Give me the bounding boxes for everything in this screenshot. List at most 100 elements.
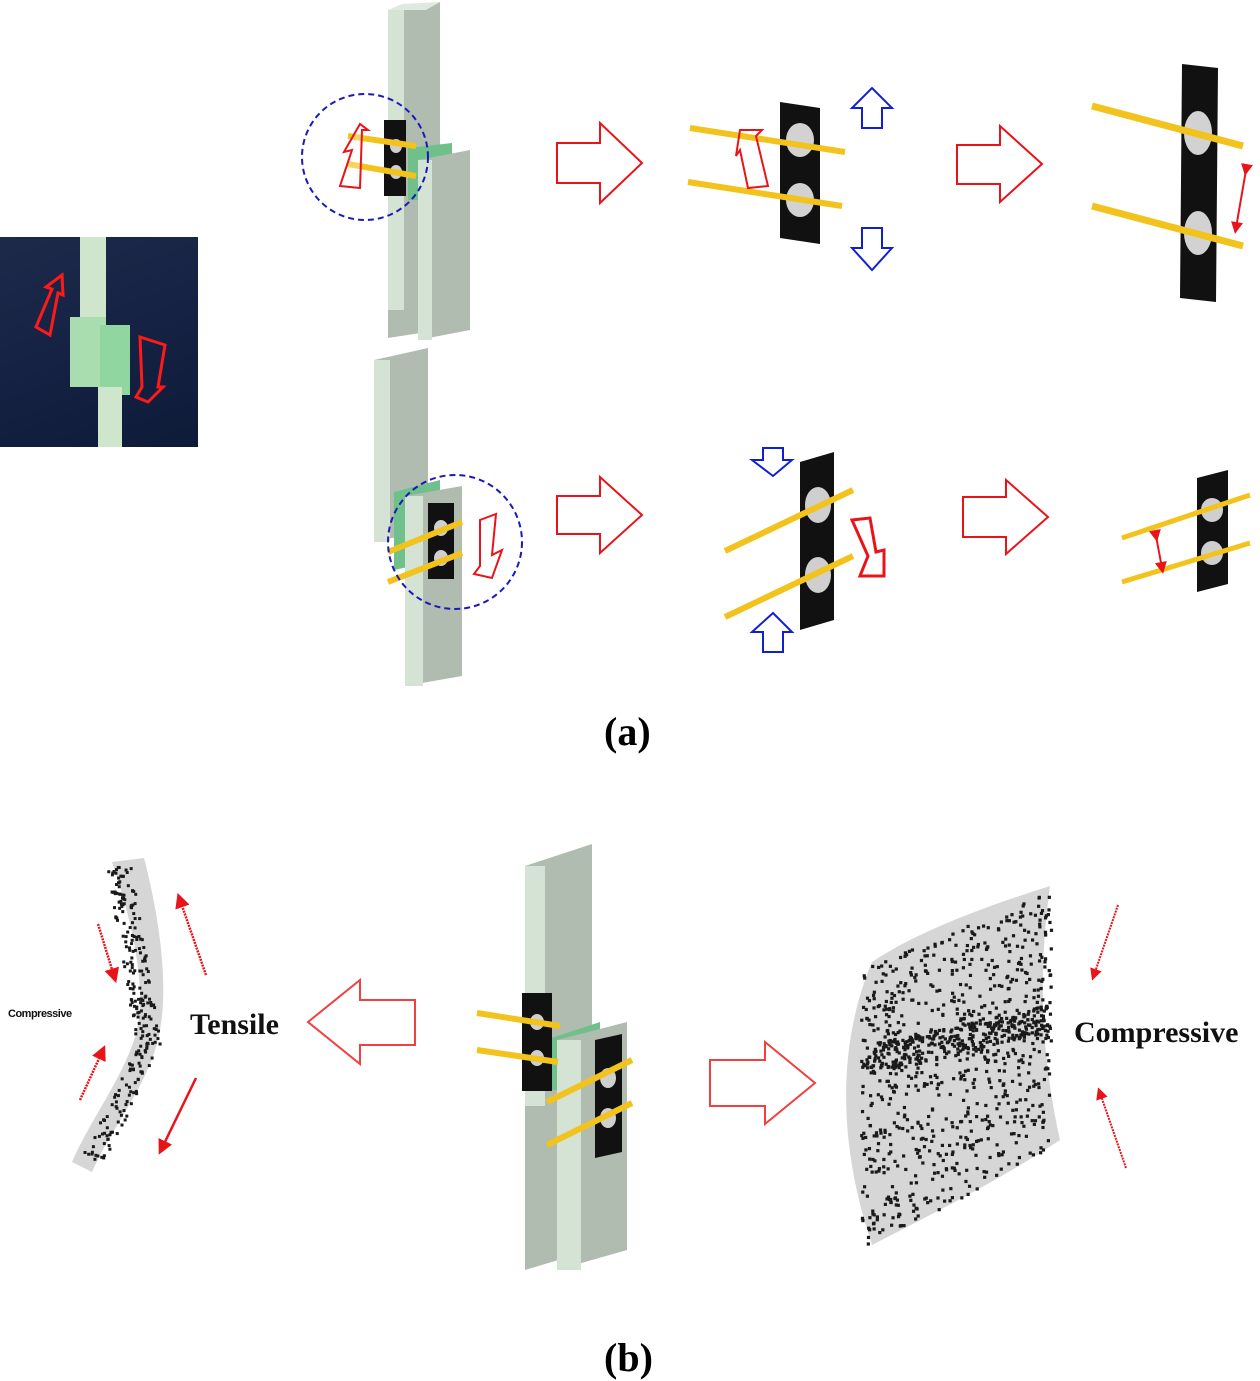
- compressive-label-small: Compressive: [8, 1008, 72, 1020]
- process-arrow-right-icon: [956, 123, 1044, 205]
- speckle-dot: [928, 1075, 933, 1079]
- speckle-dot: [132, 1091, 136, 1095]
- speckle-dot: [908, 1194, 912, 1198]
- speckle-dot: [957, 1044, 961, 1048]
- speckle-dot: [917, 1155, 922, 1159]
- speckle-dot: [987, 1035, 991, 1039]
- speckle-dot: [1044, 1036, 1048, 1041]
- speckle-dot: [876, 1149, 880, 1153]
- process-arrow-right-icon: [709, 1039, 817, 1127]
- speckle-dot: [138, 1064, 142, 1068]
- speckle-dot: [984, 947, 989, 952]
- speckle-dot: [117, 1088, 121, 1092]
- speckle-dot: [886, 1065, 890, 1069]
- speckle-dot: [893, 1047, 897, 1051]
- speckle-dot: [903, 951, 908, 955]
- speckle-dot: [888, 1097, 893, 1101]
- speckle-dot: [909, 973, 914, 977]
- speckle-dot: [995, 1143, 999, 1147]
- speckle-dot: [1003, 1089, 1007, 1093]
- speckle-dot: [118, 892, 122, 896]
- speckle-dot: [127, 980, 131, 984]
- speckle-dot: [1015, 1162, 1019, 1166]
- speckle-dot: [145, 1034, 149, 1038]
- bent-strip-tensile: [72, 858, 208, 1172]
- speckle-dot: [882, 1042, 886, 1046]
- speckle-dot: [140, 1056, 144, 1060]
- pin: [545, 1057, 634, 1105]
- speckle-dot: [914, 1084, 918, 1088]
- speckle-dot: [102, 1142, 106, 1146]
- top-row-specimen: [301, 2, 470, 340]
- speckle-dot: [114, 871, 118, 875]
- speckle-dot: [147, 979, 151, 983]
- speckle-dot: [956, 1033, 960, 1038]
- speckle-dot: [154, 1027, 158, 1031]
- speckle-dot: [905, 1118, 910, 1122]
- speckle-dot: [1033, 913, 1038, 917]
- speckle-dot: [926, 1050, 931, 1054]
- speckle-dot: [888, 1043, 892, 1047]
- speckle-dot: [979, 1050, 983, 1054]
- speckle-dot: [969, 936, 973, 941]
- speckle-dot: [132, 1004, 136, 1008]
- speckle-dot: [921, 1039, 925, 1043]
- speckle-dot: [1043, 960, 1047, 964]
- speckle-dot: [915, 1050, 919, 1054]
- speckle-dot: [105, 1134, 109, 1138]
- speckle-dot: [875, 1218, 879, 1222]
- load-arrow-up-icon: [749, 611, 795, 653]
- speckle-dot: [903, 984, 907, 988]
- speckle-dot: [128, 1062, 132, 1066]
- speckle-dot: [882, 1213, 886, 1217]
- speckle-dot: [867, 1018, 871, 1022]
- speckle-dot: [968, 1025, 972, 1029]
- compression-arrow-icon: [78, 1045, 106, 1101]
- speckle-dot: [126, 884, 130, 888]
- speckle-dot: [1023, 938, 1027, 942]
- speckle-dot: [890, 1044, 894, 1048]
- speckle-dot: [1043, 930, 1048, 934]
- speckle-dot: [881, 1045, 886, 1050]
- speckle-dot: [986, 945, 990, 949]
- pin: [1121, 540, 1251, 585]
- speckle-dot: [880, 964, 884, 968]
- speckle-dot: [873, 1059, 877, 1063]
- speckle-dot: [1046, 1139, 1050, 1143]
- speckle-dot: [879, 1131, 883, 1135]
- speckle-dot: [153, 1040, 157, 1044]
- speckle-dot: [1016, 961, 1021, 966]
- speckle-dot: [1011, 934, 1016, 938]
- speckle-dot: [921, 1051, 925, 1055]
- speckle-dot: [113, 1095, 117, 1099]
- speckle-dot: [1004, 1029, 1008, 1033]
- speckle-dot: [110, 1103, 114, 1107]
- speckle-dot: [985, 1114, 990, 1118]
- speckle-dot: [1012, 1132, 1016, 1136]
- speckle-dot: [930, 1107, 935, 1111]
- speckle-dot: [135, 1050, 139, 1054]
- speckle-dot: [860, 1216, 865, 1220]
- tensile-label: Tensile: [190, 1008, 279, 1041]
- speckle-dot: [932, 1134, 936, 1138]
- speckle-dot: [959, 1120, 963, 1124]
- speckle-dot: [961, 966, 966, 970]
- speckle-dot: [882, 1055, 886, 1059]
- speckle-dot: [130, 942, 134, 946]
- speckle-dot: [877, 1169, 881, 1173]
- speckle-dot: [1001, 1083, 1005, 1087]
- speckle-dot: [132, 1013, 136, 1017]
- speckle-dot: [976, 945, 980, 949]
- speckle-dot: [895, 1198, 900, 1202]
- speckle-dot: [975, 1115, 979, 1119]
- speckle-dot: [912, 1046, 917, 1050]
- speckle-dot: [137, 1049, 141, 1053]
- speckle-dot: [965, 1089, 969, 1093]
- speckle-dot: [1042, 1024, 1046, 1028]
- speckle-dot: [140, 991, 144, 995]
- tab-plate: [1180, 64, 1218, 302]
- speckle-dot: [1030, 1119, 1034, 1123]
- speckle-dot: [925, 1035, 930, 1039]
- speckle-dot: [923, 954, 927, 958]
- speckle-dot: [123, 1118, 127, 1122]
